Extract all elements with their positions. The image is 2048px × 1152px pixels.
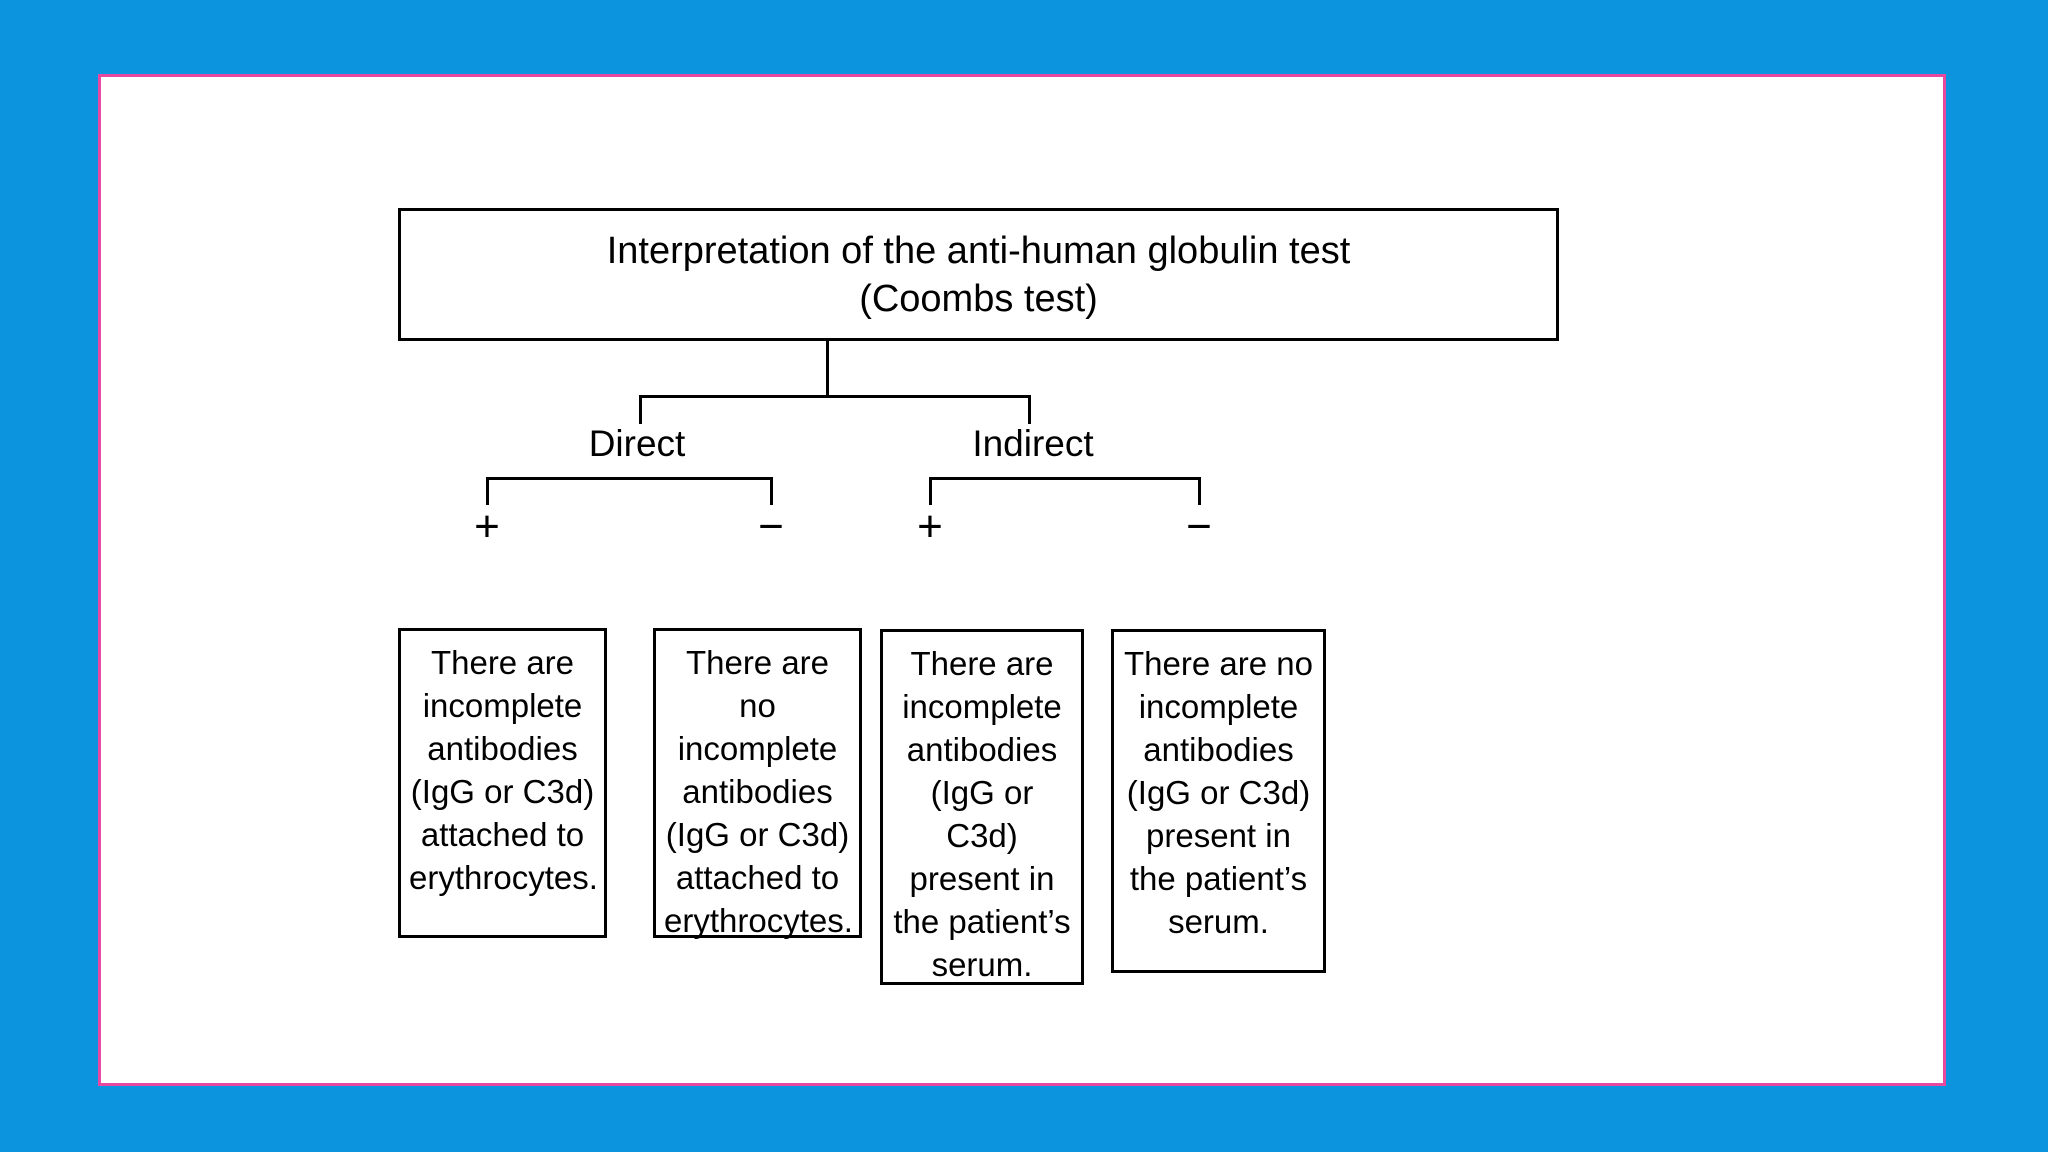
figure-card: Interpretation of the anti-human globuli… xyxy=(98,74,1946,1086)
sign-direct-positive: + xyxy=(474,502,500,551)
connector-drop-direct xyxy=(639,395,642,424)
sign-indirect-negative: − xyxy=(1186,502,1212,551)
branch-label-direct: Direct xyxy=(588,423,686,464)
connector-direct-horizontal-bar xyxy=(486,477,773,480)
sign-direct-negative: − xyxy=(758,502,784,551)
connector-title-stem xyxy=(826,341,829,397)
result-node-direct-positive: There are incomplete antibodies (IgG or … xyxy=(398,628,607,938)
result-text: There are no incomplete antibodies (IgG … xyxy=(664,644,853,939)
sign-indirect-positive: + xyxy=(917,502,943,551)
result-text: There are incomplete antibodies (IgG or … xyxy=(409,644,598,896)
result-text: There are incomplete antibodies (IgG or … xyxy=(893,645,1071,983)
connector-drop-direct-positive xyxy=(486,477,489,505)
result-text: There are no incomplete antibodies (IgG … xyxy=(1124,645,1313,940)
result-node-indirect-negative: There are no incomplete antibodies (IgG … xyxy=(1111,629,1326,973)
connector-drop-indirect-negative xyxy=(1198,477,1201,505)
title-node: Interpretation of the anti-human globuli… xyxy=(398,208,1559,341)
connector-indirect-horizontal-bar xyxy=(929,477,1201,480)
connector-drop-indirect-positive xyxy=(929,477,932,505)
connector-drop-indirect xyxy=(1028,395,1031,424)
title-line-2: (Coombs test) xyxy=(859,277,1098,320)
branch-label-indirect: Indirect xyxy=(972,423,1094,464)
coombs-test-flowchart: Interpretation of the anti-human globuli… xyxy=(101,77,1949,1089)
result-node-direct-negative: There are no incomplete antibodies (IgG … xyxy=(653,628,862,939)
connector-drop-direct-negative xyxy=(770,477,773,505)
title-line-1: Interpretation of the anti-human globuli… xyxy=(606,229,1351,272)
result-node-indirect-positive: There are incomplete antibodies (IgG or … xyxy=(880,629,1084,985)
connector-main-horizontal-bar xyxy=(639,395,1031,398)
